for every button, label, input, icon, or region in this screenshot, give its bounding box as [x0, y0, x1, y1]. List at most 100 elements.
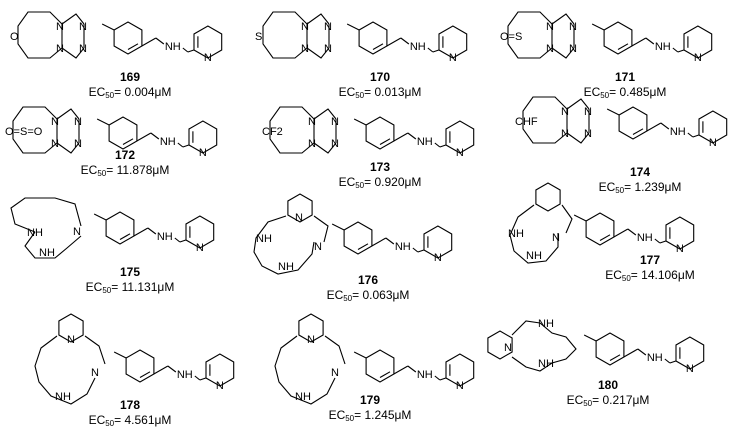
nh-label: NH — [410, 41, 426, 53]
benzylamine-tail: NHN — [96, 116, 218, 159]
heteroatom-label: O — [10, 31, 19, 43]
heteroatom-label: CHF — [515, 116, 538, 128]
compound-id: 172 — [114, 148, 136, 162]
ec-prefix: EC — [80, 163, 98, 177]
compound-id: 169 — [119, 70, 141, 84]
compound-id: 180 — [597, 378, 619, 392]
nh-label: NH — [157, 231, 173, 243]
ec-prefix: EC — [566, 393, 584, 407]
ec-number: = 11.131μM — [111, 280, 175, 294]
nh-label: NH — [637, 232, 653, 244]
pyridine-n-label: N — [676, 243, 684, 255]
ring-n-label: N — [569, 21, 577, 33]
ec-subscript: 50 — [615, 186, 625, 195]
ec-subscript: 50 — [600, 91, 610, 100]
heteroatom-label: S — [255, 31, 262, 43]
pyridine-n-label: N — [709, 137, 717, 149]
heteroatom-label: CF2 — [262, 126, 283, 138]
pyridine-n-label: N — [694, 52, 702, 64]
nh-label: NH — [655, 41, 671, 53]
benzylamine-tail: NH N — [101, 21, 223, 64]
ring-n-label: N — [314, 241, 322, 253]
ring-n-label: N — [324, 21, 332, 33]
ring-n-label: NH — [55, 391, 71, 403]
ec-prefix: EC — [338, 175, 356, 189]
ring-n-label: NH — [538, 318, 554, 330]
ring-n-label: NH — [256, 233, 272, 245]
compound-id: 171 — [614, 70, 636, 84]
benzylamine-tail: NH N — [583, 332, 705, 375]
compound-id: 175 — [119, 265, 141, 279]
ring-n-label: N — [56, 21, 64, 33]
pyridine-n-label: N — [456, 147, 464, 159]
ring-n-label: N — [546, 43, 554, 55]
ring-n-label: N — [51, 116, 59, 128]
ring-n-label: N — [74, 138, 82, 150]
ec50-value: EC50= 11.131μM — [50, 280, 210, 298]
pyridine-n-label: N — [686, 363, 694, 375]
nh-label: NH — [160, 136, 176, 148]
nh-label: NH — [165, 41, 181, 53]
nh-label: NH — [417, 369, 433, 381]
ring-n-label: N — [552, 232, 560, 244]
ec-subscript: 50 — [345, 414, 355, 423]
nh-label: NH — [177, 369, 193, 381]
ring-n-label: N — [79, 21, 87, 33]
ring-n-label: N — [546, 21, 554, 33]
ring-n-label: N — [51, 138, 59, 150]
compound-id: 178 — [119, 398, 141, 412]
compound-id: 170 — [369, 70, 391, 84]
ring-n-label: NH — [526, 250, 542, 262]
ec-prefix: EC — [583, 85, 601, 99]
ec-number: = 0.004μM — [114, 85, 172, 99]
ring-n-label: N — [79, 43, 87, 55]
nh-label: NH — [395, 241, 411, 253]
ring-n-label: NH — [508, 228, 524, 240]
ec-prefix: EC — [88, 413, 106, 427]
ec50-value: EC50= 0.063μM — [288, 288, 448, 306]
ec50-value: EC50= 0.217μM — [528, 393, 688, 411]
ec50-value: EC50= 1.239μM — [560, 180, 720, 198]
ec-number: = 1.239μM — [624, 180, 682, 194]
ec-number: = 0.217μM — [592, 393, 650, 407]
ec50-value: EC50= 0.920μM — [300, 175, 460, 193]
pyridine-n-label: N — [204, 52, 212, 64]
ec-number: = 0.485μM — [609, 85, 667, 99]
ring-n-label: NH — [538, 358, 554, 370]
benzylamine-tail: NHN — [346, 21, 468, 64]
ring-n-label: N — [91, 367, 99, 379]
ring-n-label: N — [307, 334, 315, 346]
ring-n-label: N — [584, 106, 592, 118]
benzylamine-tail: NHN — [113, 349, 235, 392]
ec-number: = 11.878μM — [106, 163, 170, 177]
nh-label: NH — [647, 352, 663, 364]
ec-subscript: 50 — [105, 419, 115, 428]
